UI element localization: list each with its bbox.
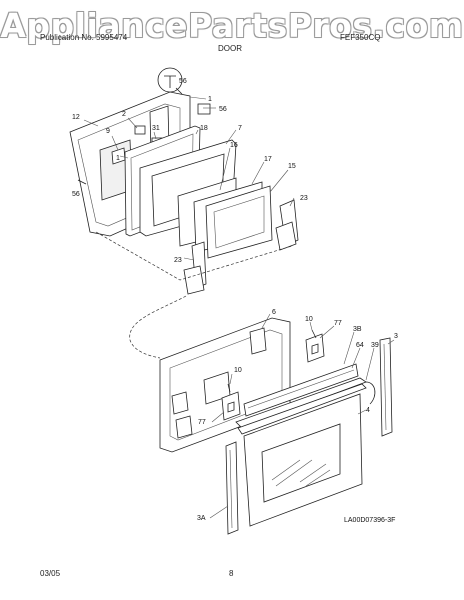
model-number: FEF350CQ (340, 33, 381, 42)
callout-56-left: 56 (72, 191, 80, 198)
callout-10-bottom: 10 (234, 367, 242, 374)
inner-frame-15 (205, 185, 273, 259)
callout-3: 3 (394, 333, 398, 340)
callout-18: 18 (200, 125, 208, 132)
callout-64: 64 (356, 342, 364, 349)
callout-9: 9 (106, 128, 110, 135)
section-title: DOOR (218, 44, 242, 53)
callout-2: 2 (122, 111, 126, 118)
callout-15: 15 (288, 163, 296, 170)
handle-end-39 (365, 381, 376, 405)
callout-3B: 3B (353, 326, 362, 333)
footer-date: 03/05 (40, 569, 61, 578)
callout-23-right: 23 (300, 195, 308, 202)
callout-16: 16 (230, 142, 238, 149)
callout-1-left: 1 (116, 155, 120, 162)
callout-4: 4 (366, 407, 370, 414)
publication-number: Publication No. 5995474 (40, 33, 128, 42)
callout-6: 6 (272, 309, 276, 316)
vent-trim-3B (243, 363, 359, 417)
side-trim-3A (225, 441, 239, 535)
footer-page-number: 8 (229, 569, 234, 578)
callout-77-bottom: 77 (198, 419, 206, 426)
callout-12: 12 (72, 114, 80, 121)
clip-1 (197, 103, 211, 115)
callout-56-b: 56 (219, 106, 227, 113)
watermark-logo: AppliancePartsPros.com (0, 6, 464, 45)
door-window (261, 423, 341, 503)
side-trim-3 (379, 337, 393, 437)
callout-7: 7 (238, 125, 242, 132)
callout-3A: 3A (197, 515, 206, 522)
callout-39: 39 (371, 342, 379, 349)
clip-2 (134, 125, 146, 135)
callout-23-left: 23 (174, 257, 182, 264)
callout-1-top: 1 (208, 96, 212, 103)
callout-77-top: 77 (334, 320, 342, 327)
callout-56-top: 56 (179, 78, 187, 85)
callout-17: 17 (264, 156, 272, 163)
callout-31: 31 (152, 125, 160, 132)
callout-10-top: 10 (305, 316, 313, 323)
diagram-code: LA00D07396-3F (344, 517, 395, 524)
